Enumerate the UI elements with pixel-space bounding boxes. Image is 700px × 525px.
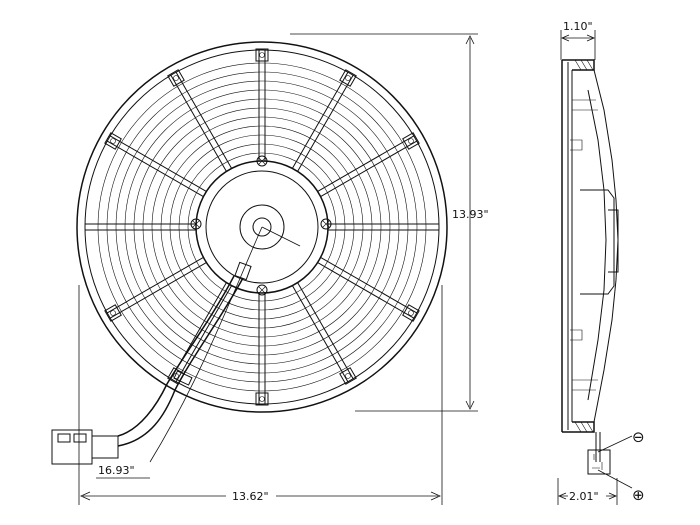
guard-spoke (106, 256, 204, 314)
guard-spoke (291, 71, 349, 169)
side-motor-body (580, 189, 615, 295)
guard-ring (160, 125, 364, 329)
wire-length-leader (261, 226, 301, 247)
guard-spoke (106, 140, 204, 198)
guard-ring (151, 116, 373, 338)
hub-screws (190, 155, 332, 296)
mounting-tab (402, 304, 420, 322)
guard-spoke (109, 262, 207, 319)
wire-clip (173, 370, 193, 386)
height-dimension-label: 13.93" (452, 208, 489, 221)
depth-top-dimension-label: 1.10" (563, 20, 593, 33)
guard-spoke (317, 262, 415, 319)
negative-terminal-symbol: ⊖ (632, 428, 645, 446)
fan-shroud-inner (84, 49, 440, 405)
guard-ring (115, 80, 409, 374)
guard-ring (106, 71, 418, 383)
depth-bottom-dimension-label: 2.01" (569, 490, 599, 503)
guard-ring (187, 152, 337, 302)
positive-terminal-symbol: ⊕ (632, 486, 645, 504)
guard-ring (169, 134, 355, 320)
guard-ring (142, 107, 382, 347)
fan-front-view (51, 41, 448, 465)
mounting-tab (104, 304, 122, 322)
width-dimension-label: 13.62" (232, 490, 269, 503)
front-dimensions: 13.93" 13.62" 16.93" (78, 33, 489, 505)
wire-harness (117, 277, 244, 447)
mounting-tab (339, 367, 357, 385)
guard-spoke (175, 71, 233, 169)
guard-spoke (175, 285, 233, 383)
mounting-tab (255, 392, 269, 406)
guard-spoke (317, 135, 415, 192)
electrical-connector (51, 429, 119, 465)
motor-shaft-boss (239, 204, 285, 250)
mounting-tab (167, 69, 185, 87)
mounting-tab (339, 69, 357, 87)
guard-spoke (320, 256, 418, 314)
guard-ring (178, 143, 346, 311)
guard-ring (124, 89, 400, 365)
mounting-tab (255, 48, 269, 62)
fan-shroud-outer (76, 41, 448, 413)
motor-shaft (252, 217, 272, 237)
mounting-tab (104, 132, 122, 150)
fan-side-view: 1.10" ⊖ ⊕ 2 (557, 20, 645, 505)
wire-length-label: 16.93" (98, 464, 135, 477)
side-terminal-block (587, 449, 611, 475)
guard-spoke (170, 74, 227, 172)
motor-hub-ring (205, 170, 319, 284)
mounting-tab (402, 132, 420, 150)
guard-spoke (291, 285, 349, 383)
guard-spokes (85, 50, 439, 404)
guard-ring (133, 98, 391, 356)
guard-spoke (297, 74, 354, 172)
guard-rings (97, 62, 427, 392)
guard-spoke (320, 140, 418, 198)
guard-spoke (297, 282, 354, 380)
guard-spoke (109, 135, 207, 192)
guard-ring (97, 62, 427, 392)
